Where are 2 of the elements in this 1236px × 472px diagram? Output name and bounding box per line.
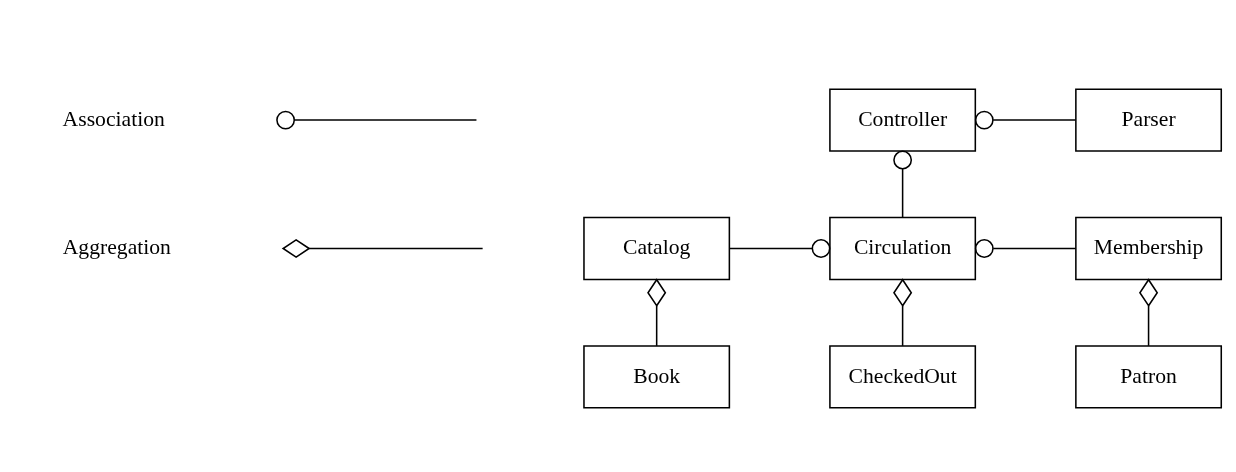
- legend-label: Aggregation: [62, 234, 171, 259]
- legend-label: Association: [62, 106, 165, 131]
